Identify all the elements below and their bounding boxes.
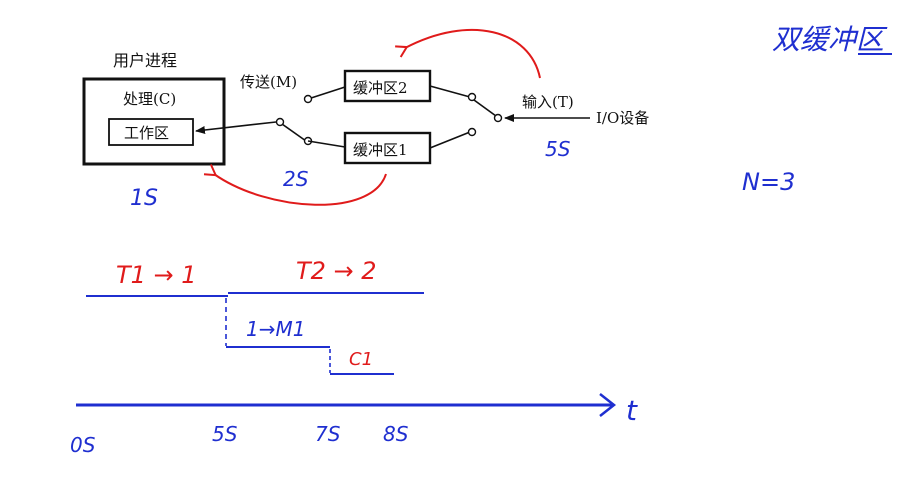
time-m-annotation: 2S: [283, 167, 309, 191]
work-area-label: 工作区: [124, 124, 169, 142]
switch-contact-top-right: [467, 92, 477, 102]
time-t-annotation: 5S: [545, 137, 571, 161]
wire-buffer2-left: [307, 86, 346, 100]
note-n: N=3: [742, 168, 795, 196]
wire-buffer1-left: [307, 140, 346, 148]
io-device-label: I/O设备: [596, 109, 649, 127]
process-label: 处理(C): [123, 90, 176, 108]
tick-7s: 7S: [315, 422, 341, 446]
time-axis-label: t: [626, 394, 638, 427]
user-process-label: 用户进程: [113, 51, 177, 70]
input-label: 输入(T): [522, 93, 574, 111]
switch-blade-left: [281, 123, 307, 142]
tick-8s: 8S: [383, 422, 409, 446]
tick-5s: 5S: [212, 422, 238, 446]
tick-0s: 0S: [70, 433, 96, 457]
switch-pivot-left: [275, 117, 285, 127]
t2-label: T2 → 2: [296, 257, 377, 285]
title-text: 双缓冲区: [772, 23, 888, 56]
switch-blade-right: [473, 99, 497, 117]
switch-contact-top-left: [303, 94, 313, 104]
transfer-label: 传送(M): [240, 73, 297, 91]
red-arrow-top: [395, 28, 541, 79]
wire-buffer2-right: [429, 85, 471, 98]
red-arrow-bottom: [203, 164, 387, 206]
buffer2-label: 缓冲区2: [353, 79, 408, 97]
time-c-annotation: 1S: [130, 186, 158, 211]
m1-label: 1→M1: [246, 317, 305, 341]
switch-contact-bottom-right: [467, 127, 477, 137]
arrow-to-work-area: [195, 121, 277, 134]
wire-buffer1-right: [429, 131, 471, 149]
time-axis-arrowhead: [599, 393, 617, 417]
buffer1-label: 缓冲区1: [353, 141, 408, 159]
t1-label: T1 → 1: [116, 261, 197, 289]
c1-label: C1: [349, 349, 373, 370]
switch-pivot-right: [493, 113, 503, 123]
work-area-box: [108, 118, 194, 146]
